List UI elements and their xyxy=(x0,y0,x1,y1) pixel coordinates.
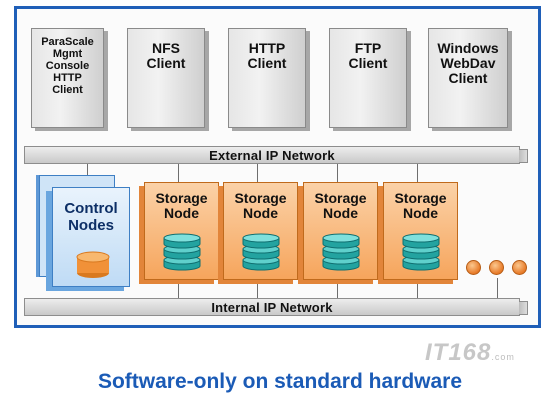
control-nodes-label-line1: Control xyxy=(64,200,118,217)
disk-stack-icon xyxy=(322,233,359,271)
connector-line xyxy=(178,164,179,182)
storage-node-label-line1: Storage xyxy=(394,190,447,206)
connector-line xyxy=(497,278,498,298)
more-nodes-dot xyxy=(489,260,504,275)
connector-line xyxy=(337,280,338,298)
client-nfs: NFS Client xyxy=(127,28,205,128)
client-label: NFS Client xyxy=(146,40,186,72)
disk-stack-icon xyxy=(402,233,439,271)
storage-node-label-line2: Node xyxy=(323,205,358,222)
storage-node: Storage Node xyxy=(144,182,219,280)
connector-line xyxy=(87,164,88,176)
storage-node-label-line2: Node xyxy=(164,205,199,222)
internal-ip-network: Internal IP Network xyxy=(24,298,528,316)
connector-line xyxy=(178,280,179,298)
storage-node-label-line1: Storage xyxy=(314,190,367,206)
connector-line xyxy=(337,164,338,182)
connector-line xyxy=(257,280,258,298)
watermark-main: IT168 xyxy=(425,339,492,366)
watermark-logo: IT168.com xyxy=(425,339,515,367)
external-network-label: External IP Network xyxy=(209,148,335,163)
client-ftp: FTP Client xyxy=(329,28,407,128)
disk-stack-icon xyxy=(242,233,279,271)
more-nodes-dot xyxy=(512,260,527,275)
control-nodes: Control Nodes xyxy=(52,187,130,287)
connector-line xyxy=(417,280,418,298)
diagram-caption: Software-only on standard hardware xyxy=(97,370,463,393)
internal-network-label: Internal IP Network xyxy=(211,300,333,315)
client-windows-webdav: Windows WebDav Client xyxy=(428,28,508,128)
client-parascale-mgmt-console: ParaScale Mgmt Console HTTP Client xyxy=(31,28,104,128)
storage-node: Storage Node xyxy=(223,182,298,280)
control-nodes-label-line2: Nodes xyxy=(68,217,114,235)
disk-stack-icon xyxy=(163,233,200,271)
storage-node: Storage Node xyxy=(303,182,378,280)
connector-line xyxy=(417,164,418,182)
storage-node-label-line2: Node xyxy=(243,205,278,222)
client-label: FTP Client xyxy=(348,40,388,72)
storage-node-label-line1: Storage xyxy=(155,190,208,206)
storage-node-label-line1: Storage xyxy=(234,190,287,206)
storage-node: Storage Node xyxy=(383,182,458,280)
client-label: ParaScale Mgmt Console HTTP Client xyxy=(41,36,94,96)
client-label: Windows WebDav Client xyxy=(437,40,499,87)
storage-node-label-line2: Node xyxy=(403,205,438,222)
database-icon xyxy=(76,251,110,278)
watermark-sub: .com xyxy=(491,352,515,362)
more-nodes-dot xyxy=(466,260,481,275)
client-label: HTTP Client xyxy=(247,40,287,72)
connector-line xyxy=(257,164,258,182)
external-ip-network: External IP Network xyxy=(24,146,528,164)
client-http: HTTP Client xyxy=(228,28,306,128)
